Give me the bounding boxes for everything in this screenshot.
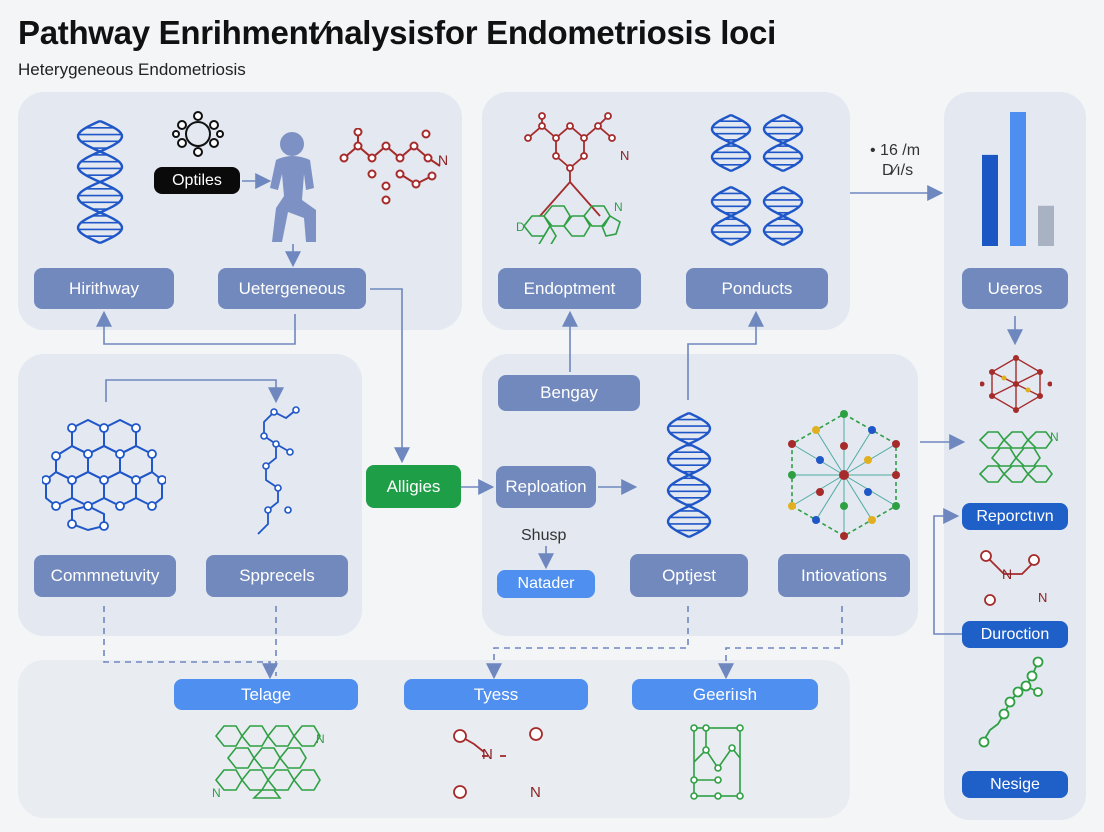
- bengay-box[interactable]: Bengay: [498, 375, 640, 411]
- d-label: D: [516, 220, 525, 234]
- intiovations-box[interactable]: Intiovations: [778, 554, 910, 597]
- arrow-duroc-reporc: [933, 508, 962, 635]
- dna-icon-center: [666, 411, 712, 539]
- ponducts-box[interactable]: Ponducts: [686, 268, 828, 309]
- bar-2: [1010, 112, 1026, 246]
- n-label-4: N: [1050, 430, 1059, 444]
- endopt-box[interactable]: Endoptment: [498, 268, 641, 309]
- dna-icon-endopt-3: [710, 185, 752, 247]
- n-label-9: N: [482, 746, 493, 763]
- dna-icon-endopt-2: [762, 113, 804, 173]
- arrow-connect-loop: [105, 379, 284, 404]
- n-label-1: N: [438, 152, 449, 168]
- nesige-box[interactable]: Nesige: [962, 771, 1068, 798]
- alligies-box[interactable]: Alligies: [366, 465, 461, 508]
- connect-box[interactable]: Commnetuvity: [34, 555, 176, 597]
- reploation-box[interactable]: Reploation: [496, 466, 596, 508]
- optiles-box[interactable]: Optiles: [154, 167, 240, 194]
- n-label-3: N: [614, 200, 623, 214]
- natader-box[interactable]: Natader: [497, 570, 595, 598]
- dna-icon-topleft: [76, 119, 124, 245]
- branch-network-icon: [522, 112, 621, 244]
- geerish-box[interactable]: Geeriısh: [632, 679, 818, 710]
- dash-intio-geerish: [718, 606, 843, 680]
- arrow-dna-ponducts: [687, 310, 764, 400]
- page-title: Pathway Enrihment⁄nalysisfor Endometrios…: [18, 14, 776, 51]
- red-structure-icon-bottom: [453, 727, 543, 799]
- bar-1: [982, 154, 998, 246]
- n-label-2: N: [620, 148, 630, 163]
- stat-unit: D⁄ı/s: [882, 162, 914, 179]
- dna-icon-endopt-1: [710, 113, 752, 173]
- dash-connect-telage: [103, 606, 278, 680]
- shusp-label: Shusp: [521, 527, 567, 544]
- green-chain-icon: [978, 656, 1044, 748]
- green-grid-icon: [690, 724, 744, 800]
- stat-value: • 16 /m: [870, 142, 921, 159]
- n-label-10: N: [530, 784, 541, 801]
- bar-chart: [982, 112, 1054, 246]
- bar-3: [1038, 205, 1054, 246]
- reporc-box[interactable]: Reporctıvn: [962, 503, 1068, 530]
- red-molecule-icon-1: [339, 128, 441, 205]
- n-label-8: N: [316, 732, 325, 746]
- dash-optjest-tyess: [486, 606, 689, 680]
- colored-network-icon: [788, 410, 900, 540]
- ueeros-box[interactable]: Ueeros: [962, 268, 1068, 309]
- dna-strand-2: [762, 185, 804, 247]
- arrow-uetero-alligies: [370, 288, 410, 464]
- red-molecule-icon-2: [980, 355, 1052, 413]
- green-hexagon-mesh-icon: [214, 725, 321, 799]
- dna-strand-2: [666, 411, 712, 539]
- person-figure-icon: [270, 132, 316, 242]
- duroc-box[interactable]: Duroction: [962, 621, 1068, 648]
- n-label-6: N: [1038, 590, 1048, 605]
- chain-molecule-icon: [257, 406, 300, 535]
- arrow-uetero-hirithway: [96, 310, 296, 345]
- green-hexagon-icon-right: [978, 431, 1053, 483]
- dna-strand-2: [710, 185, 752, 247]
- dna-strand-2: [710, 113, 752, 173]
- hexagon-lattice-icon: [42, 418, 166, 532]
- n-label-7: N: [212, 786, 221, 800]
- hirithway-box[interactable]: Hirithway: [34, 268, 174, 309]
- dna-icon-endopt-4: [762, 185, 804, 247]
- n-label-5: N: [1002, 566, 1013, 582]
- sppre-box[interactable]: Spprecels: [206, 555, 348, 597]
- uetero-box[interactable]: Uetergeneous: [218, 268, 366, 309]
- dna-strand-2: [76, 119, 124, 245]
- telage-box[interactable]: Telage: [174, 679, 358, 710]
- tyess-box[interactable]: Tyess: [404, 679, 588, 710]
- red-structure-icon: [980, 550, 1040, 606]
- molecule-icon-small: [172, 111, 224, 157]
- dna-strand-2: [762, 113, 804, 173]
- optjest-box[interactable]: Optjest: [630, 554, 748, 597]
- page-subtitle: Heterygeneous Endometriosis: [18, 60, 246, 79]
